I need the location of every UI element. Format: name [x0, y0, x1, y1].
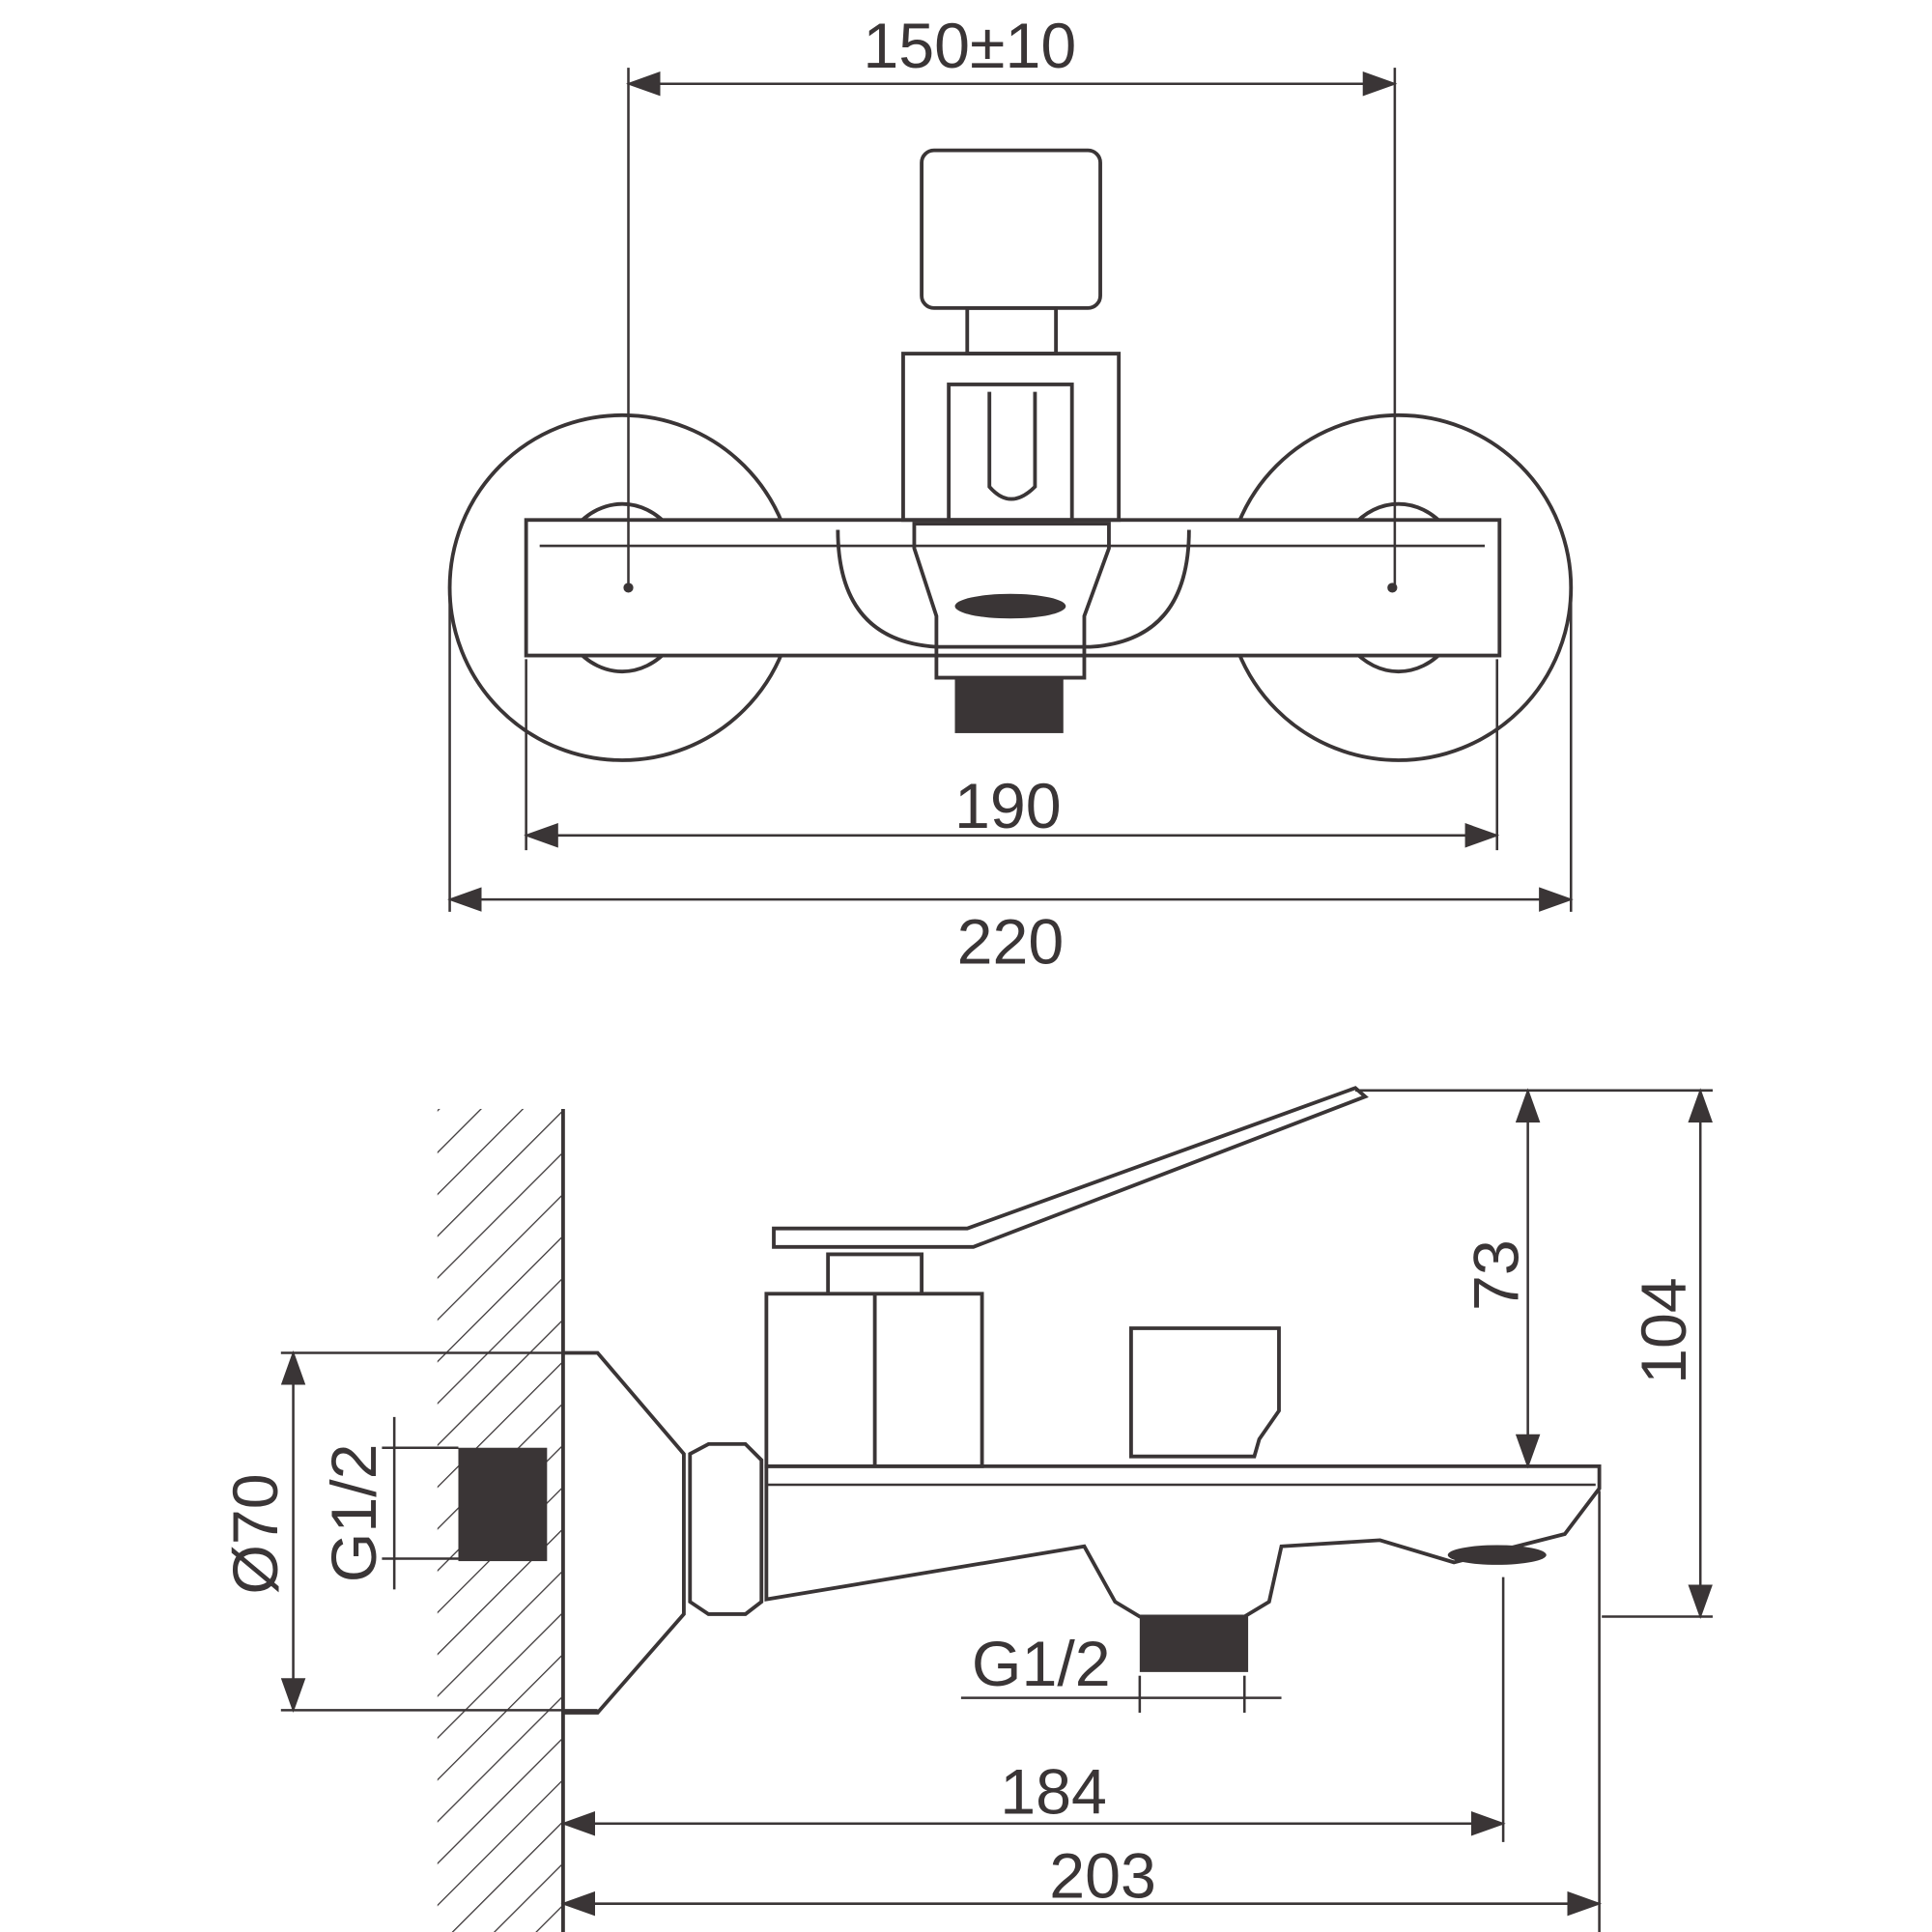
dim-overall-label: 220: [957, 906, 1065, 978]
dim-lever-height-label: 73: [1461, 1239, 1532, 1311]
lever-handle: [920, 148, 1102, 310]
mixer-body: [524, 518, 1502, 658]
diverter-knob: [1129, 1326, 1281, 1459]
dim-body-label: 190: [954, 771, 1062, 842]
dim-flange-label: Ø70: [220, 1473, 292, 1594]
outlet-thread: [954, 677, 1064, 733]
dim-centers-label: 150±10: [863, 11, 1076, 82]
inlet-thread: [458, 1447, 548, 1562]
dim-total-reach-label: 203: [1049, 1840, 1156, 1912]
cartridge-housing: [901, 352, 1122, 523]
dim-total-height-label: 104: [1629, 1277, 1700, 1384]
dim-spout-reach-label: 184: [1000, 1757, 1107, 1829]
wall-flange: [562, 1350, 686, 1715]
dim-inlet-thread-label: G1/2: [319, 1443, 390, 1582]
hex-nut: [688, 1441, 764, 1616]
lever-side: [772, 1086, 1369, 1249]
spout: [912, 522, 1111, 680]
top-view: 150±10 190 220: [447, 11, 1574, 978]
side-view: 73 104 Ø70 G1/2 G1/2 184 203: [220, 1086, 1713, 1932]
mixer-body-side: [764, 1463, 1602, 1619]
dim-outlet-thread-label: G1/2: [972, 1629, 1111, 1700]
outlet-thread-side: [1139, 1616, 1249, 1672]
